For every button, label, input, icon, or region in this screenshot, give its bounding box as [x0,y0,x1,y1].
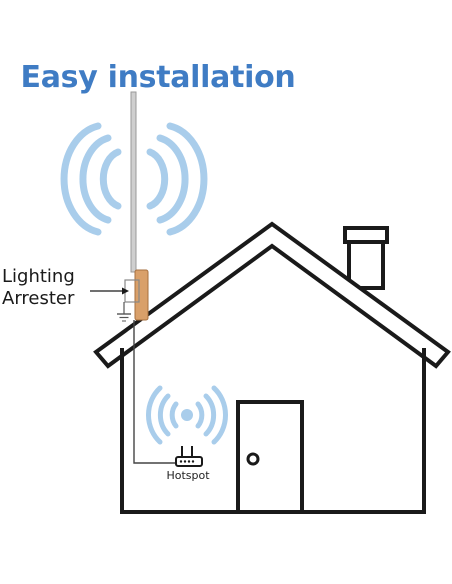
door [236,400,304,514]
chimney [347,240,385,290]
lightning-arrester-label: Lighting Arrester [2,266,75,310]
arrester-label-line2: Arrester [2,288,75,309]
antenna [117,91,178,464]
indoor-signal-waves [146,385,228,445]
door-knob [246,452,260,466]
page-title: Easy installation [20,60,296,95]
antenna-mast [130,91,137,273]
lightning-arrester-body [134,269,149,321]
roof [93,221,451,369]
antenna-cable [133,320,178,464]
house [93,221,451,514]
hotspot-label: Hotspot [166,469,210,482]
arrester-label-line1: Lighting [2,266,75,287]
hotspot-router-icon [175,446,203,467]
arrester-pointer [90,287,129,295]
outdoor-signal-waves [60,122,208,236]
chimney-cap [343,226,389,244]
